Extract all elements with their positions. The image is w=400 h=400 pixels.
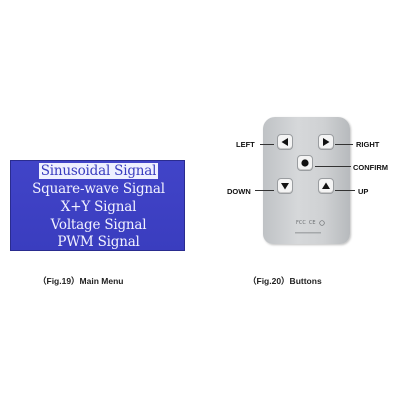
- menu-item-label: Sinusoidal Signal: [38, 163, 159, 179]
- left-leader-line: [260, 144, 274, 145]
- menu-item-voltage[interactable]: Voltage Signal: [11, 217, 186, 233]
- fcc-mark: FCC: [296, 220, 306, 226]
- lcd-main-menu: Sinusoidal Signal Square-wave Signal X+Y…: [10, 160, 185, 251]
- menu-item-xy[interactable]: X+Y Signal: [11, 199, 186, 215]
- confirm-button[interactable]: [297, 155, 313, 171]
- menu-item-sinusoidal[interactable]: Sinusoidal Signal: [11, 163, 186, 179]
- right-leader-line: [335, 144, 353, 145]
- menu-item-label: PWM Signal: [57, 234, 140, 250]
- right-label: RIGHT: [356, 140, 380, 149]
- regulatory-marks: FCC CE: [296, 220, 325, 226]
- confirm-leader-line: [315, 166, 351, 167]
- menu-item-label: X+Y Signal: [60, 199, 137, 215]
- menu-item-label: Square-wave Signal: [32, 181, 165, 197]
- triangle-left-icon: [281, 138, 288, 146]
- down-leader-line: [255, 190, 274, 191]
- left-label: LEFT: [236, 140, 255, 149]
- up-label: UP: [358, 187, 369, 196]
- model-text-mark: [293, 231, 323, 236]
- menu-item-square-wave[interactable]: Square-wave Signal: [11, 181, 186, 197]
- left-button[interactable]: [277, 134, 293, 150]
- remote-control: FCC CE: [263, 117, 350, 244]
- menu-item-pwm[interactable]: PWM Signal: [11, 234, 186, 250]
- menu-item-label: Voltage Signal: [50, 217, 147, 233]
- triangle-right-icon: [323, 138, 330, 146]
- figure-20-caption: （Fig.20）Buttons: [248, 276, 322, 286]
- triangle-up-icon: [322, 182, 330, 189]
- up-button[interactable]: [318, 178, 334, 194]
- right-button[interactable]: [318, 134, 334, 150]
- figure-19-caption: （Fig.19）Main Menu: [38, 276, 124, 286]
- up-leader-line: [335, 190, 355, 191]
- confirm-label: CONFIRM: [353, 163, 388, 172]
- down-button[interactable]: [277, 178, 293, 194]
- model-text-decoration: [295, 232, 321, 234]
- recycle-icon: [318, 220, 325, 226]
- triangle-down-icon: [281, 183, 289, 190]
- dot-icon: [301, 159, 309, 167]
- down-label: DOWN: [227, 187, 251, 196]
- ce-mark: CE: [308, 220, 316, 226]
